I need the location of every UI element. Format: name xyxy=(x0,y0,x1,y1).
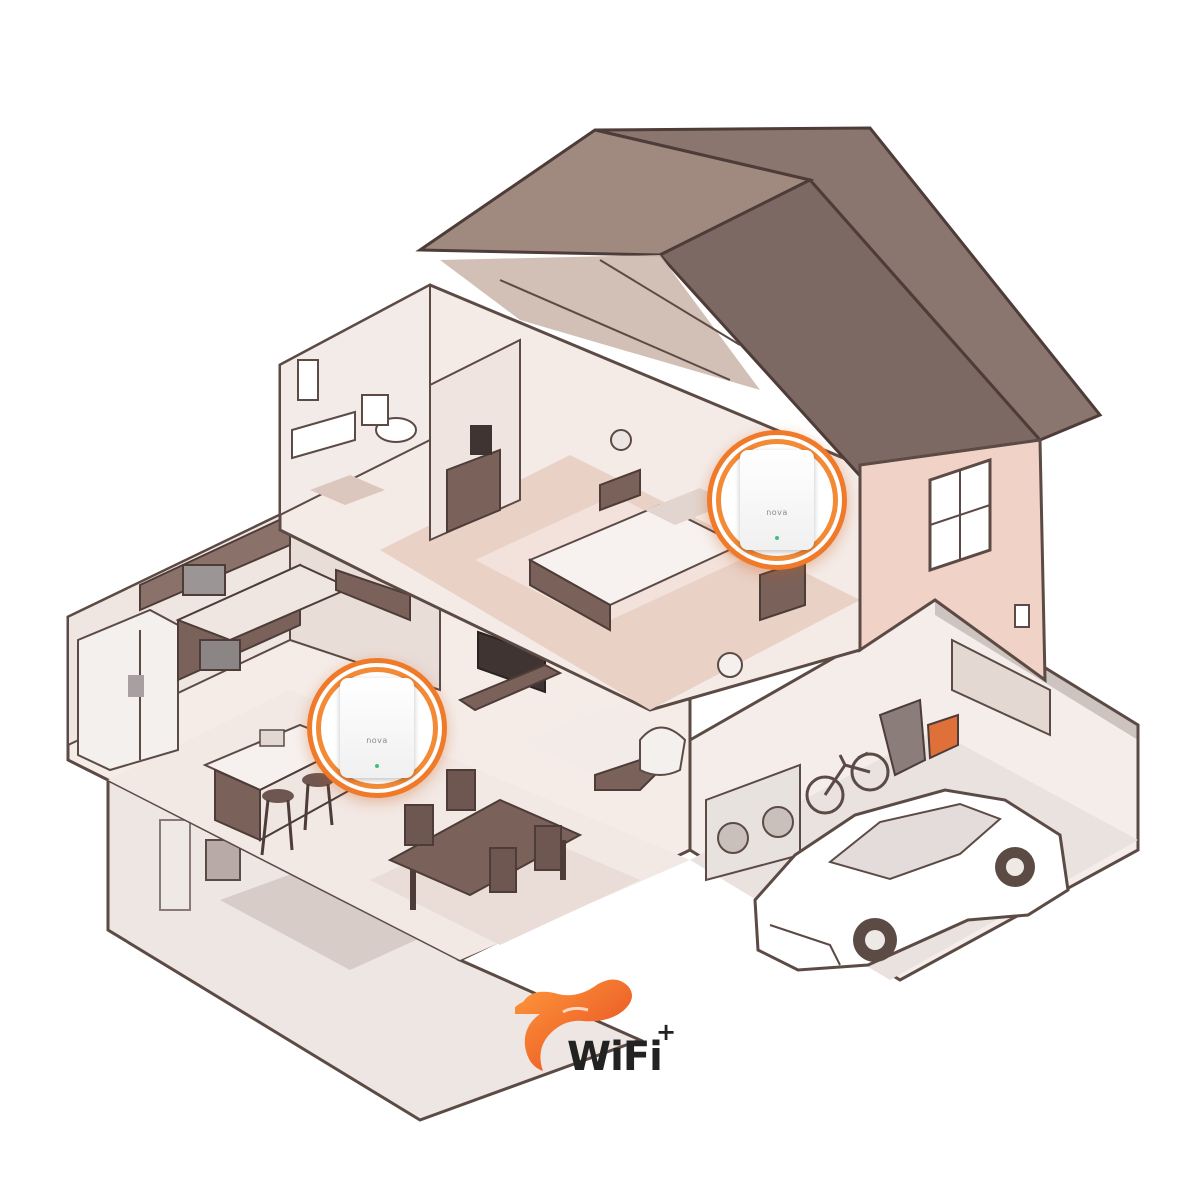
oven xyxy=(199,639,241,671)
chair xyxy=(489,847,517,893)
upper-floor xyxy=(278,283,862,712)
status-led xyxy=(375,764,379,768)
device-brand: nova xyxy=(766,508,788,517)
mesh-node-badge-ground: nova xyxy=(307,658,447,798)
laundry-basket xyxy=(926,713,959,760)
mesh-node-badge-upstairs: nova xyxy=(707,430,847,570)
status-led xyxy=(775,536,779,540)
mirror xyxy=(297,359,319,401)
device-brand: nova xyxy=(366,736,388,745)
wifi-plus-logo-icon xyxy=(515,979,632,1071)
basement-heater xyxy=(205,839,241,881)
mesh-router-device: nova xyxy=(740,450,814,550)
bedroom-tv xyxy=(470,425,492,455)
wifi-logo-text: WiFi xyxy=(567,1034,663,1080)
wifi-logo-plus: + xyxy=(656,1018,677,1046)
tv-console xyxy=(457,663,563,712)
sink xyxy=(291,410,356,460)
chair xyxy=(404,804,434,846)
dresser xyxy=(446,448,501,534)
bath-mat xyxy=(310,475,385,505)
laptop xyxy=(259,729,285,747)
microwave xyxy=(182,564,226,596)
upper-cabinets xyxy=(139,513,291,612)
robot-vacuum xyxy=(717,652,743,678)
chair xyxy=(446,769,476,811)
roof xyxy=(415,126,1103,522)
mesh-router-device: nova xyxy=(340,678,414,778)
exterior-wall xyxy=(858,438,1047,683)
lamp xyxy=(610,429,632,451)
garage-door xyxy=(951,638,1051,737)
water-heater xyxy=(159,819,191,911)
wall-shelf xyxy=(335,568,411,622)
chair xyxy=(534,825,562,871)
nightstand xyxy=(599,468,641,512)
dining-table xyxy=(387,798,583,897)
trash-bin xyxy=(878,698,927,777)
electric-meter xyxy=(1014,604,1030,628)
garage xyxy=(688,598,1140,982)
lounge-chair xyxy=(639,726,687,776)
bicycle xyxy=(805,751,890,815)
car xyxy=(753,788,1070,972)
